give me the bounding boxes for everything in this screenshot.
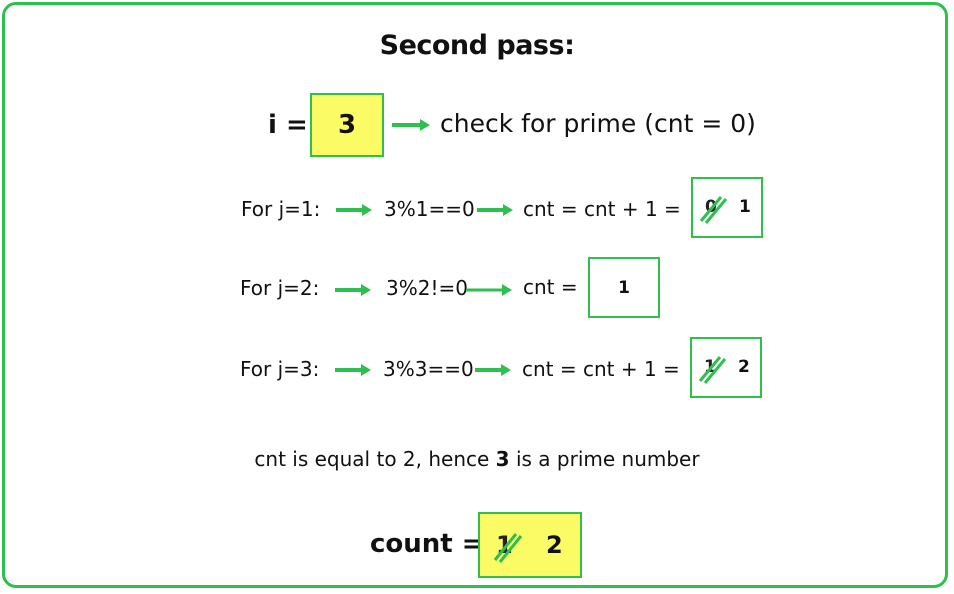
diagram-frame bbox=[2, 2, 948, 588]
cnt-value: 1 bbox=[618, 277, 630, 298]
strikethrough-icon bbox=[493, 533, 523, 563]
arrow-icon bbox=[392, 119, 430, 131]
count-label: count = bbox=[370, 529, 484, 559]
strikethrough-icon bbox=[699, 196, 727, 224]
for-label-j3: For j=3: bbox=[240, 357, 320, 381]
arrow-icon bbox=[477, 204, 513, 216]
result-j3: cnt = cnt + 1 = bbox=[522, 357, 680, 381]
count-new-value: 2 bbox=[546, 531, 563, 559]
conclusion-after: is a prime number bbox=[515, 447, 700, 471]
arrow-icon bbox=[336, 204, 372, 216]
i-label: i = bbox=[268, 110, 308, 140]
cnt-box-j1: 0 1 bbox=[691, 177, 763, 238]
for-label-j2: For j=2: bbox=[240, 276, 320, 300]
strikethrough-icon bbox=[698, 356, 726, 384]
arrow-icon bbox=[335, 284, 371, 296]
arrow-icon bbox=[335, 364, 371, 376]
i-value-box: 3 bbox=[310, 93, 384, 157]
arrow-icon bbox=[475, 364, 511, 376]
expr-j1: 3%1==0 bbox=[384, 197, 475, 221]
cnt-new-value: 1 bbox=[739, 197, 751, 217]
for-label-j1: For j=1: bbox=[241, 197, 321, 221]
conclusion-bold-number: 3 bbox=[495, 447, 510, 471]
arrow-icon bbox=[466, 284, 512, 296]
diagram-title: Second pass: bbox=[379, 30, 575, 61]
i-value: 3 bbox=[337, 110, 357, 140]
result-j2: cnt = bbox=[523, 275, 578, 299]
conclusion-text: cnt is equal to 2, hence 3 is a prime nu… bbox=[0, 447, 954, 471]
expr-j2: 3%2!=0 bbox=[386, 276, 468, 300]
cnt-new-value: 2 bbox=[738, 357, 750, 377]
check-prime-text: check for prime (cnt = 0) bbox=[440, 109, 756, 138]
expr-j3: 3%3==0 bbox=[383, 357, 474, 381]
count-box: 1 2 bbox=[478, 512, 582, 578]
cnt-box-j2: 1 bbox=[588, 257, 660, 318]
cnt-box-j3: 1 2 bbox=[690, 337, 762, 398]
conclusion-before: cnt is equal to 2, hence bbox=[254, 447, 490, 471]
result-j1: cnt = cnt + 1 = bbox=[523, 197, 681, 221]
